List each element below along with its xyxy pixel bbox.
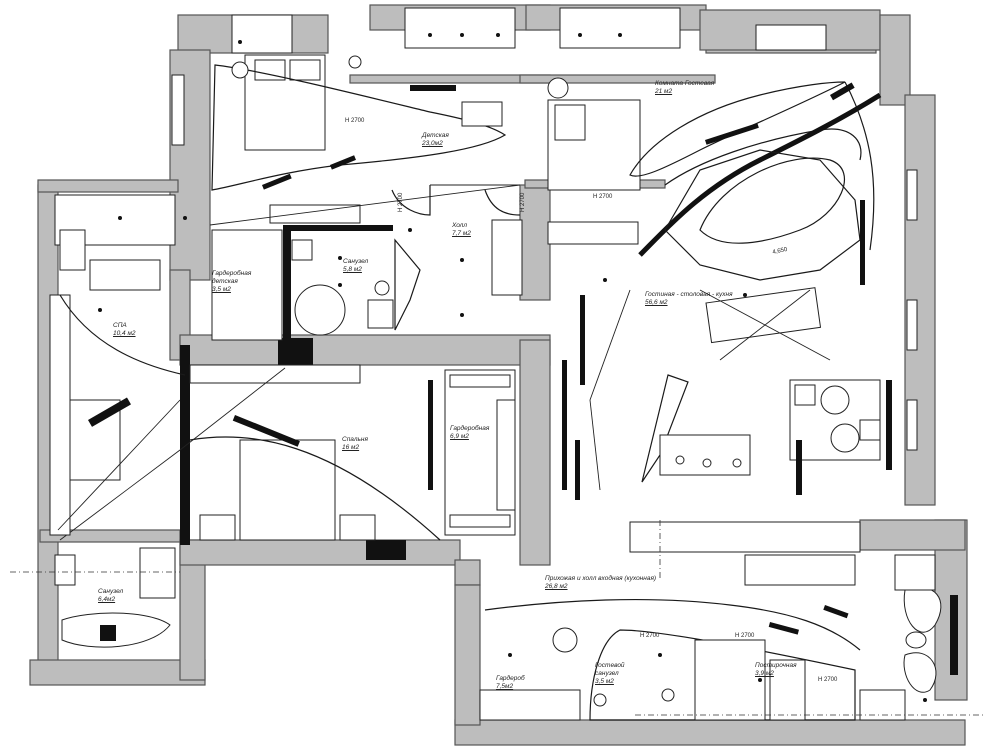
room-name: Гостевой санузел [595,662,625,677]
room-label-guest-bath: Гостевой санузел 3,5 м2 [595,662,635,686]
room-label-coats: Гардероб 7,5м2 [496,675,525,691]
master-bathroom [54,547,176,648]
ceiling-height-entry-3: H 2700 [818,677,838,683]
room-area: 6,4м2 [98,596,116,603]
room-label-bedroom: Спальня 16 м2 [342,436,368,452]
room-label-kids-wardrobe: Гардеробная детская 3,5 м2 [212,270,262,294]
room-area: 6,9 м2 [450,433,469,440]
room-name: Прихожая и холл входная (кухонная) [545,575,657,582]
kids-bathroom [211,229,394,341]
room-label-hall: Холл 7,7 м2 [452,222,471,238]
room-name: Комната Гостевая [655,80,715,87]
ceiling-height-kids: H 2700 [345,118,365,124]
room-name: Санузел [98,588,124,595]
room-name: Спальня [342,436,368,443]
ceiling-height-entry-1: H 2700 [640,633,660,639]
room-label-guest: Комната Гостевая 21 м2 [655,80,714,96]
room-name: Гардеробная [450,425,490,432]
room-area: 3,5 м2 [595,678,614,685]
room-label-entry: Прихожая и холл входная (кухонная) 26,8 … [545,575,656,591]
room-area: 3,5 м2 [212,286,231,293]
room-area: 5,8 м2 [343,266,362,273]
dining-table [789,379,881,461]
room-area: 16 м2 [342,444,360,451]
room-area: 7,7 м2 [452,230,471,237]
ceiling-height-entry-2: H 2700 [735,633,755,639]
room-name: Холл [452,222,467,229]
room-label-spa: СПА 10,4 м2 [113,322,136,338]
room-area: 23,0м2 [422,140,443,147]
room-name: Гардеробная детская [212,270,252,285]
room-label-laundry: Постирочная 3,9 м2 [755,662,797,678]
ceiling-height-hall-2: H 2700 [520,192,526,212]
room-label-living: Гостиная - столовая - кухня 56,6 м2 [645,291,733,307]
room-label-kids-bath: Санузел 5,8 м2 [343,258,368,274]
room-label-master-bath: Санузел 6,4м2 [98,588,123,604]
ceiling-height-hall-1: H 2700 [398,192,404,212]
guest-room [547,77,882,257]
room-name: Постирочная [755,662,797,669]
hall [391,184,523,331]
room-area: 21 м2 [655,88,673,95]
ceiling-lamps [98,33,927,702]
spa [49,229,186,536]
wardrobe [428,369,516,536]
room-name: СПА [113,322,127,329]
bedroom [59,364,441,541]
room-area: 7,5м2 [496,683,514,690]
room-label-wardrobe: Гардеробная 6,9 м2 [450,425,489,441]
ceiling-height-guest: H 2700 [593,194,613,200]
room-area: 26,8 м2 [545,583,568,590]
room-name: Гардероб [496,675,525,682]
room-name: Детская [422,132,449,139]
kids-room [209,54,521,226]
axis-lines [10,520,985,716]
room-area: 3,9 м2 [755,670,774,677]
room-name: Санузел [343,258,369,265]
living-area [547,149,892,586]
room-area: 10,4 м2 [113,330,136,337]
room-area: 56,6 м2 [645,299,668,306]
structural-columns [180,85,456,560]
entry-hall [479,554,958,721]
room-label-kids: Детская 23,0м2 [422,132,449,148]
room-name: Гостиная - столовая - кухня [645,291,733,298]
